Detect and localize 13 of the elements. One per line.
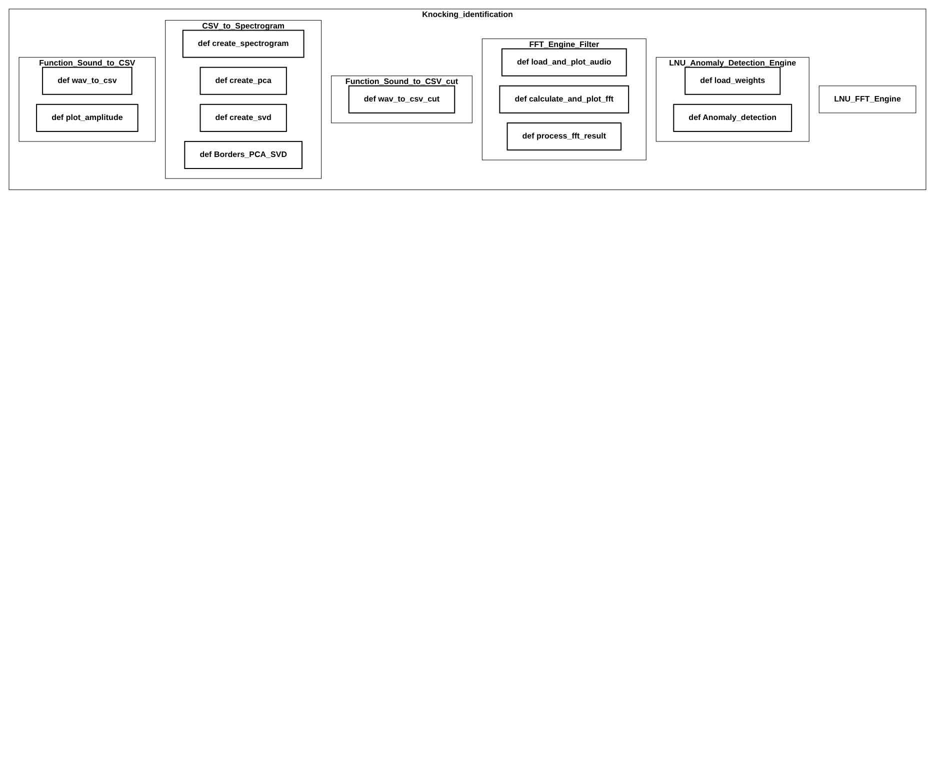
node-box: def create_spectrogram (182, 30, 304, 58)
node-box: def Borders_PCA_SVD (184, 140, 303, 169)
node-box: def Anomaly_detection (673, 104, 792, 132)
node-box: def calculate_and_plot_fft (499, 85, 630, 114)
node-box: def wav_to_csv (42, 66, 132, 95)
node-box: def wav_to_csv_cut (348, 85, 456, 114)
node-box: def create_pca (200, 66, 287, 95)
node-box: def create_svd (200, 104, 287, 132)
node-box: def plot_amplitude (36, 104, 138, 132)
node-box: def process_fft_result (506, 122, 622, 150)
node-box: def load_and_plot_audio (501, 48, 627, 76)
node-box: LNU_FFT_Engine (818, 86, 916, 114)
node-box: def load_weights (684, 66, 781, 95)
